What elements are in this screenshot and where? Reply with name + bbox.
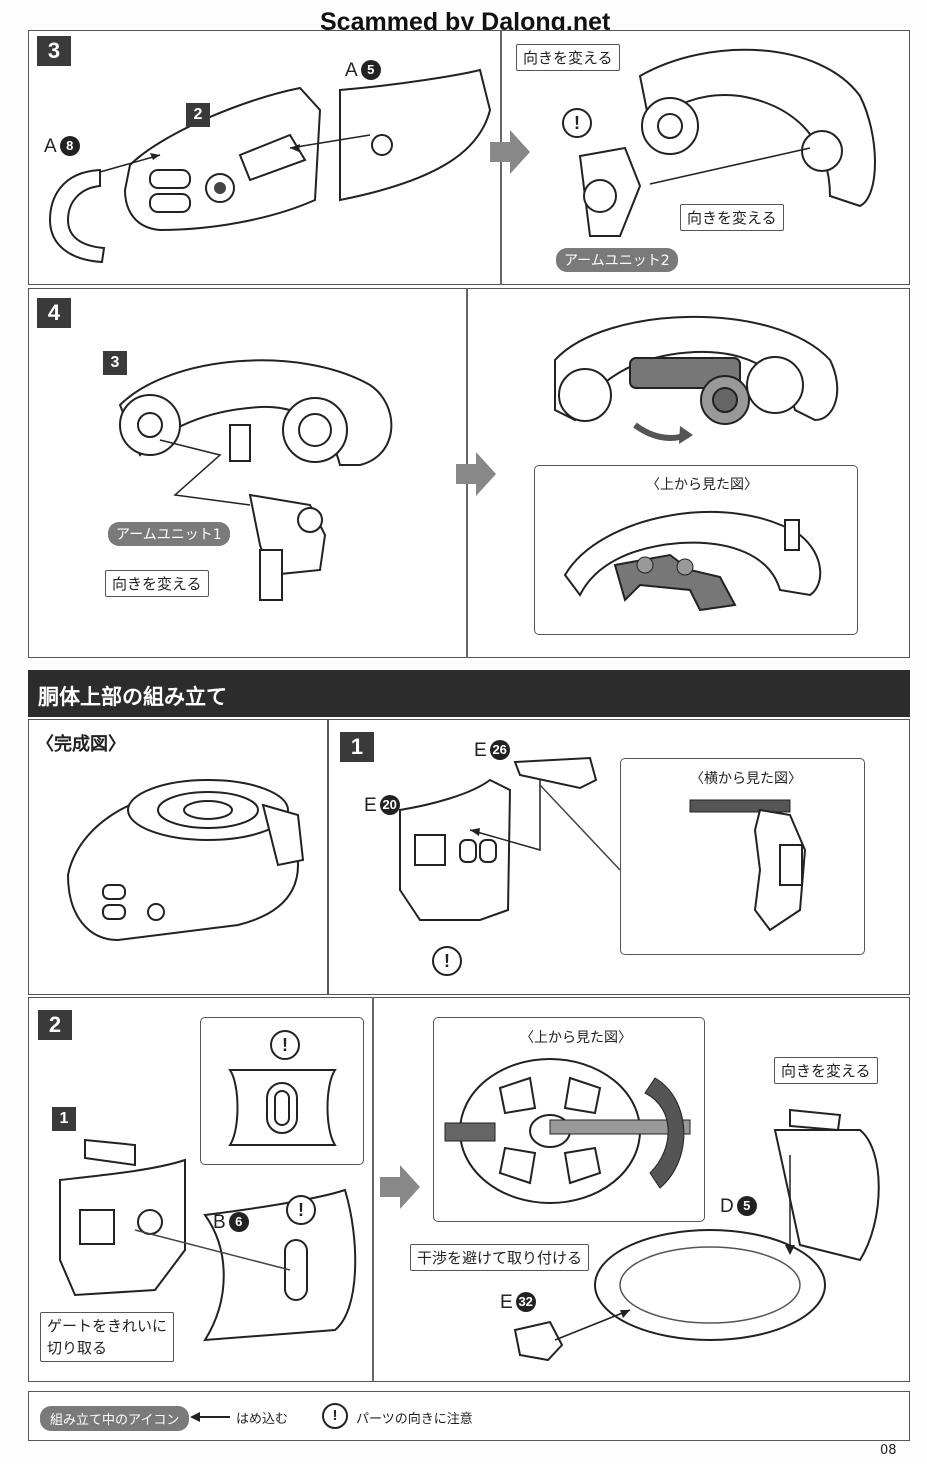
callout-turn-1: 向きを変える (516, 44, 620, 71)
top-view-illustration-2 (444, 1058, 691, 1204)
top-view-label-2: 〈上から見た図〉 (520, 1030, 632, 1046)
top-view-illustration (563, 510, 822, 612)
step-ref-1: 1 (52, 1107, 76, 1131)
callout-gate: ゲートをきれいに 切り取る (40, 1312, 175, 1362)
step-ref-2: 2 (186, 103, 210, 127)
callout-avoid: 干渉を避けて取り付ける (410, 1244, 590, 1271)
caution-icon-2: ! (432, 946, 462, 976)
next-arrow-icon-2 (456, 452, 496, 496)
detail-part-illustration (228, 1069, 337, 1146)
callout-turn-4: 向きを変える (774, 1057, 878, 1084)
section-title: 胴体上部の組み立て (38, 685, 227, 709)
side-view-illustration (689, 799, 807, 932)
caution-icon: ! (562, 108, 592, 138)
side-view-box (620, 758, 865, 955)
step-number-3: 3 (37, 36, 71, 66)
legend-icon-label: 組み立て中のアイコン (40, 1406, 190, 1431)
step-ref-3: 3 (103, 351, 127, 375)
legend-insert-text: はめ込む (236, 1412, 289, 1427)
side-view-label: 〈横から見た図〉 (690, 771, 802, 787)
legend-caution-text: パーツの向きに注意 (356, 1412, 473, 1427)
step-number-4: 4 (37, 298, 71, 328)
next-arrow-icon (490, 130, 530, 174)
step2-divider (372, 997, 374, 1382)
pill-arm-unit-2: アームユニット2 (556, 248, 678, 272)
completed-illustration (66, 779, 305, 942)
step2-left-illustration (59, 1138, 357, 1342)
step3-left-illustration (48, 68, 492, 264)
page-number: 08 (880, 1443, 897, 1458)
callout-turn-2: 向きを変える (680, 204, 784, 231)
next-arrow-icon-3 (380, 1165, 420, 1209)
step2-right-illustration (513, 1108, 880, 1362)
step4-right-illustration (554, 315, 839, 444)
pill-arm-unit-1: アームユニット1 (108, 522, 230, 546)
insert-arrow-icon (190, 1412, 230, 1422)
completed-label: 〈完成図〉 (36, 734, 126, 755)
step-number-2: 2 (38, 1010, 72, 1040)
top-view-label: 〈上から見た図〉 (646, 477, 758, 493)
caution-icon-3: ! (270, 1030, 300, 1060)
step3-right-illustration (578, 48, 876, 237)
callout-turn-3: 向きを変える (105, 570, 209, 597)
step-number-1: 1 (340, 732, 374, 762)
step4-left-illustration (118, 359, 393, 601)
section-header-bar (28, 670, 910, 717)
caution-icon-4: ! (286, 1195, 316, 1225)
step1-illustration (399, 756, 620, 921)
legend-caution-icon: ! (322, 1403, 348, 1429)
